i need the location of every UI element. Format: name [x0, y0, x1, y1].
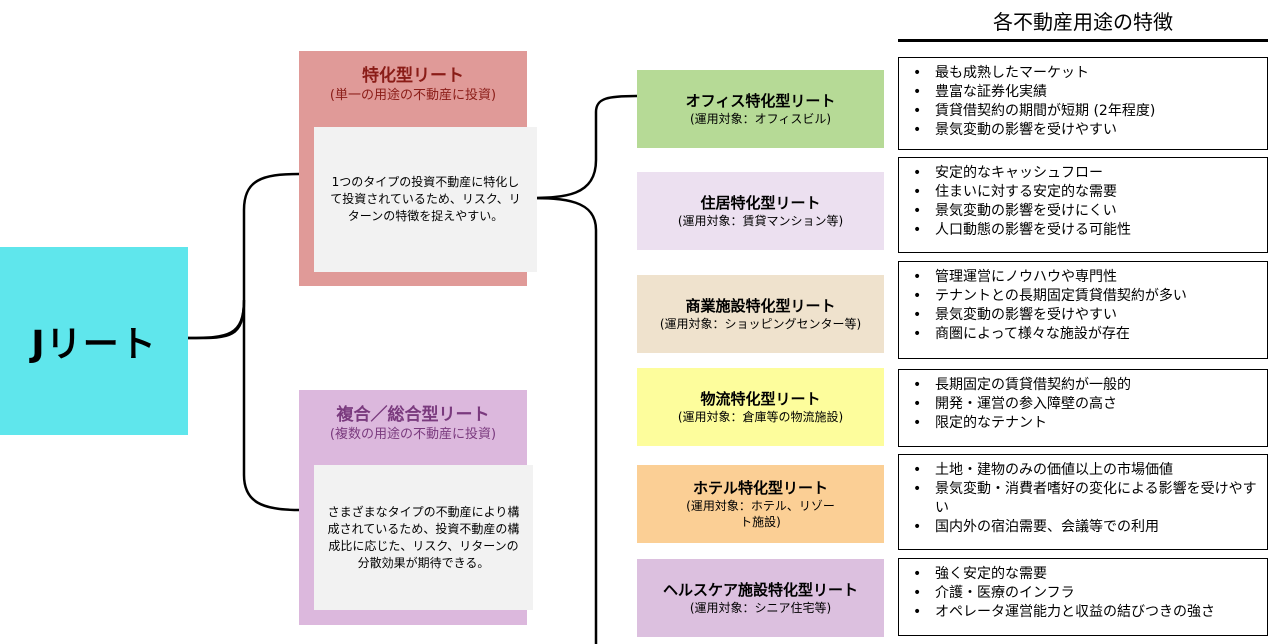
feature-item: 国内外の宿泊需要、会議等での利用: [909, 518, 1259, 537]
features-header: 各不動産用途の特徴: [898, 4, 1268, 42]
type-subtitle: (運用対象：賃貸マンション等): [677, 214, 844, 228]
feature-item: 商圏によって様々な施設が存在: [909, 325, 1259, 344]
type-subtitle: (運用対象：ホテル、リゾート施設): [686, 499, 835, 529]
type-healthcare-reit: ヘルスケア施設特化型リート (運用対象：シニア住宅等): [637, 559, 884, 637]
features-residential: 安定的なキャッシュフロー 住まいに対する安定的な需要 景気変動の影響を受けにくい…: [898, 157, 1268, 253]
category-specialized-reit: 特化型リート (単一の用途の不動産に投資) 1つのタイプの投資不動産に特化して投…: [299, 51, 537, 286]
type-commercial-reit: 商業施設特化型リート (運用対象：ショッピングセンター等): [637, 275, 884, 353]
features-healthcare: 強く安定的な需要 介護・医療のインフラ オペレータ運営能力と収益の結びつきの強さ: [898, 558, 1268, 636]
type-title: オフィス特化型リート: [685, 92, 836, 110]
type-title: ホテル特化型リート: [692, 479, 828, 497]
feature-item: 住まいに対する安定的な需要: [909, 183, 1259, 202]
feature-item: 景気変動・消費者嗜好の変化による影響を受けやすい: [909, 480, 1259, 518]
category-description: さまざまなタイプの不動産により構成されているため、投資不動産の構成比に応じた、リ…: [314, 465, 533, 610]
feature-item: 強く安定的な需要: [909, 565, 1259, 584]
features-commercial: 管理運営にノウハウや専門性 テナントとの長期固定賃貸借契約が多い 景気変動の影響…: [898, 261, 1268, 359]
type-title: 住居特化型リート: [700, 194, 821, 212]
type-subtitle: (運用対象：オフィスビル): [689, 112, 832, 126]
category-title: 特化型リート: [362, 66, 464, 86]
features-office: 最も成熟したマーケット 豊富な証券化実績 賃貸借契約の期間が短期 (2年程度) …: [898, 57, 1268, 150]
feature-item: 賃貸借契約の期間が短期 (2年程度): [909, 102, 1259, 121]
feature-item: 限定的なテナント: [909, 414, 1259, 433]
root-brace-stub: [187, 299, 246, 340]
feature-item: 人口動態の影響を受ける可能性: [909, 221, 1259, 240]
type-office-reit: オフィス特化型リート (運用対象：オフィスビル): [637, 70, 884, 148]
category-diversified-reit: 複合／総合型リート (複数の用途の不動産に投資) さまざまなタイプの不動産により…: [299, 390, 533, 625]
features-hotel: 土地・建物のみの価値以上の市場価値 景気変動・消費者嗜好の変化による影響を受けや…: [898, 454, 1268, 550]
type-hotel-reit: ホテル特化型リート (運用対象：ホテル、リゾート施設): [637, 465, 884, 543]
type-subtitle: (運用対象：倉庫等の物流施設): [677, 410, 844, 424]
feature-item: 安定的なキャッシュフロー: [909, 164, 1259, 183]
category-subtitle: (単一の用途の不動産に投資): [329, 88, 497, 103]
feature-item: オペレータ運営能力と収益の結びつきの強さ: [909, 603, 1259, 622]
feature-item: 介護・医療のインフラ: [909, 584, 1259, 603]
type-residential-reit: 住居特化型リート (運用対象：賃貸マンション等): [637, 172, 884, 250]
feature-item: 景気変動の影響を受けやすい: [909, 306, 1259, 325]
category-description: 1つのタイプの投資不動産に特化して投資されているため、リスク、リターンの特徴を捉…: [314, 127, 537, 272]
feature-item: 景気変動の影響を受けにくい: [909, 202, 1259, 221]
type-subtitle: (運用対象：ショッピングセンター等): [659, 317, 862, 331]
feature-item: 長期固定の賃貸借契約が一般的: [909, 376, 1259, 395]
type-title: 物流特化型リート: [700, 390, 821, 408]
category-subtitle: (複数の用途の不動産に投資): [329, 427, 497, 442]
type-title: ヘルスケア施設特化型リート: [662, 581, 858, 599]
feature-item: テナントとの長期固定賃貸借契約が多い: [909, 287, 1259, 306]
root-label: Jリート: [31, 324, 157, 365]
j-reit-root-box: Jリート: [0, 247, 188, 435]
root-to-categories-brace: [187, 172, 300, 512]
category-title: 複合／総合型リート: [336, 405, 490, 425]
feature-item: 景気変動の影響を受けやすい: [909, 121, 1259, 140]
specialized-to-types-brace: [526, 94, 638, 644]
feature-item: 開発・運営の参入障壁の高さ: [909, 395, 1259, 414]
feature-item: 最も成熟したマーケット: [909, 64, 1259, 83]
feature-item: 管理運営にノウハウや専門性: [909, 268, 1259, 287]
type-logistics-reit: 物流特化型リート (運用対象：倉庫等の物流施設): [637, 368, 884, 446]
type-subtitle: (運用対象：シニア住宅等): [689, 601, 832, 615]
features-logistics: 長期固定の賃貸借契約が一般的 開発・運営の参入障壁の高さ 限定的なテナント: [898, 369, 1268, 447]
feature-item: 土地・建物のみの価値以上の市場価値: [909, 461, 1259, 480]
type-title: 商業施設特化型リート: [685, 297, 836, 315]
feature-item: 豊富な証券化実績: [909, 83, 1259, 102]
